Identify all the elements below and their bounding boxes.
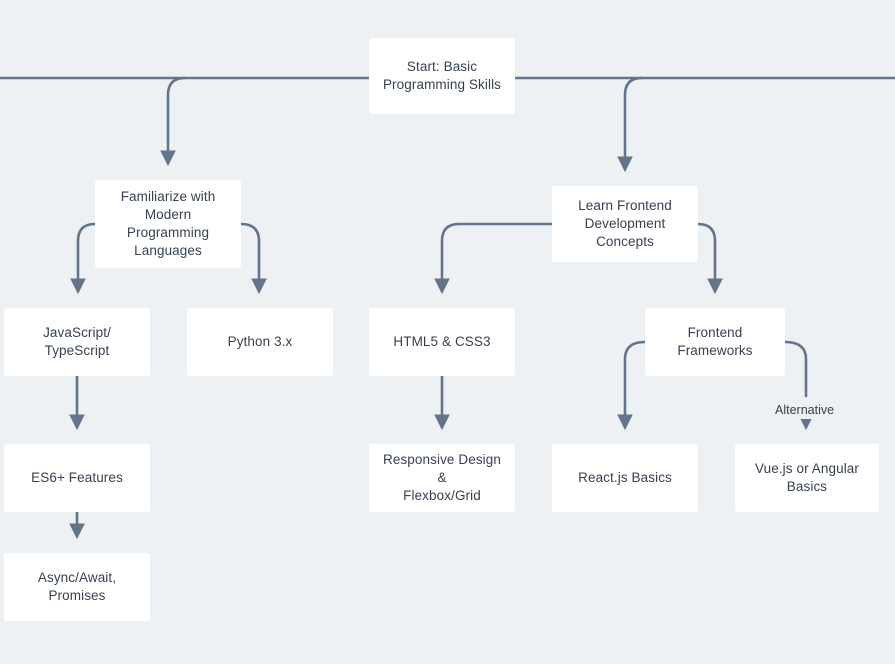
node-vue-angular-basics[interactable]: Vue.js or Angular Basics (735, 444, 879, 512)
edge-familiarize-jsts (70, 222, 97, 295)
node-javascript-typescript-label: JavaScript/ TypeScript (43, 325, 111, 358)
node-responsive-design[interactable]: Responsive Design & Flexbox/Grid (369, 444, 515, 512)
node-responsive-design-label: Responsive Design & Flexbox/Grid (382, 452, 501, 503)
node-start-label: Start: Basic Programming Skills (382, 59, 502, 92)
node-html5-css3[interactable]: HTML5 & CSS3 (369, 308, 515, 376)
node-familiarize-languages-label: Familiarize with Modern Programming Lang… (120, 189, 216, 258)
edge-frameworks-vue-a (783, 340, 808, 398)
node-start[interactable]: Start: Basic Programming Skills (369, 38, 515, 114)
node-python[interactable]: Python 3.x (187, 308, 333, 376)
node-learn-frontend[interactable]: Learn Frontend Development Concepts (552, 186, 698, 262)
node-es6-features-label: ES6+ Features (31, 470, 123, 485)
edge-start-familiarize-drop (160, 76, 187, 167)
node-frontend-frameworks-label: Frontend Frameworks (677, 325, 753, 358)
node-react-basics-label: React.js Basics (578, 470, 672, 485)
node-familiarize-languages[interactable]: Familiarize with Modern Programming Lang… (95, 180, 241, 268)
edge-frontend-html5 (434, 222, 554, 295)
node-javascript-typescript[interactable]: JavaScript/ TypeScript (4, 308, 150, 376)
edge-start-frontend-drop (617, 76, 644, 173)
node-es6-features[interactable]: ES6+ Features (4, 444, 150, 512)
node-frontend-frameworks[interactable]: Frontend Frameworks (645, 308, 785, 376)
node-learn-frontend-label: Learn Frontend Development Concepts (578, 198, 672, 249)
edge-frameworks-react (617, 340, 647, 431)
edge-label-alternative: Alternative (771, 401, 839, 419)
node-async-await-promises-label: Async/Await, Promises (37, 570, 117, 603)
node-async-await-promises[interactable]: Async/Await, Promises (4, 553, 150, 621)
node-vue-angular-basics-label: Vue.js or Angular Basics (754, 461, 859, 494)
edge-familiarize-python (239, 222, 267, 295)
node-html5-css3-label: HTML5 & CSS3 (393, 334, 491, 349)
edge-frontend-frameworks (696, 222, 723, 295)
node-react-basics[interactable]: React.js Basics (552, 444, 698, 512)
node-python-label: Python 3.x (227, 334, 293, 349)
